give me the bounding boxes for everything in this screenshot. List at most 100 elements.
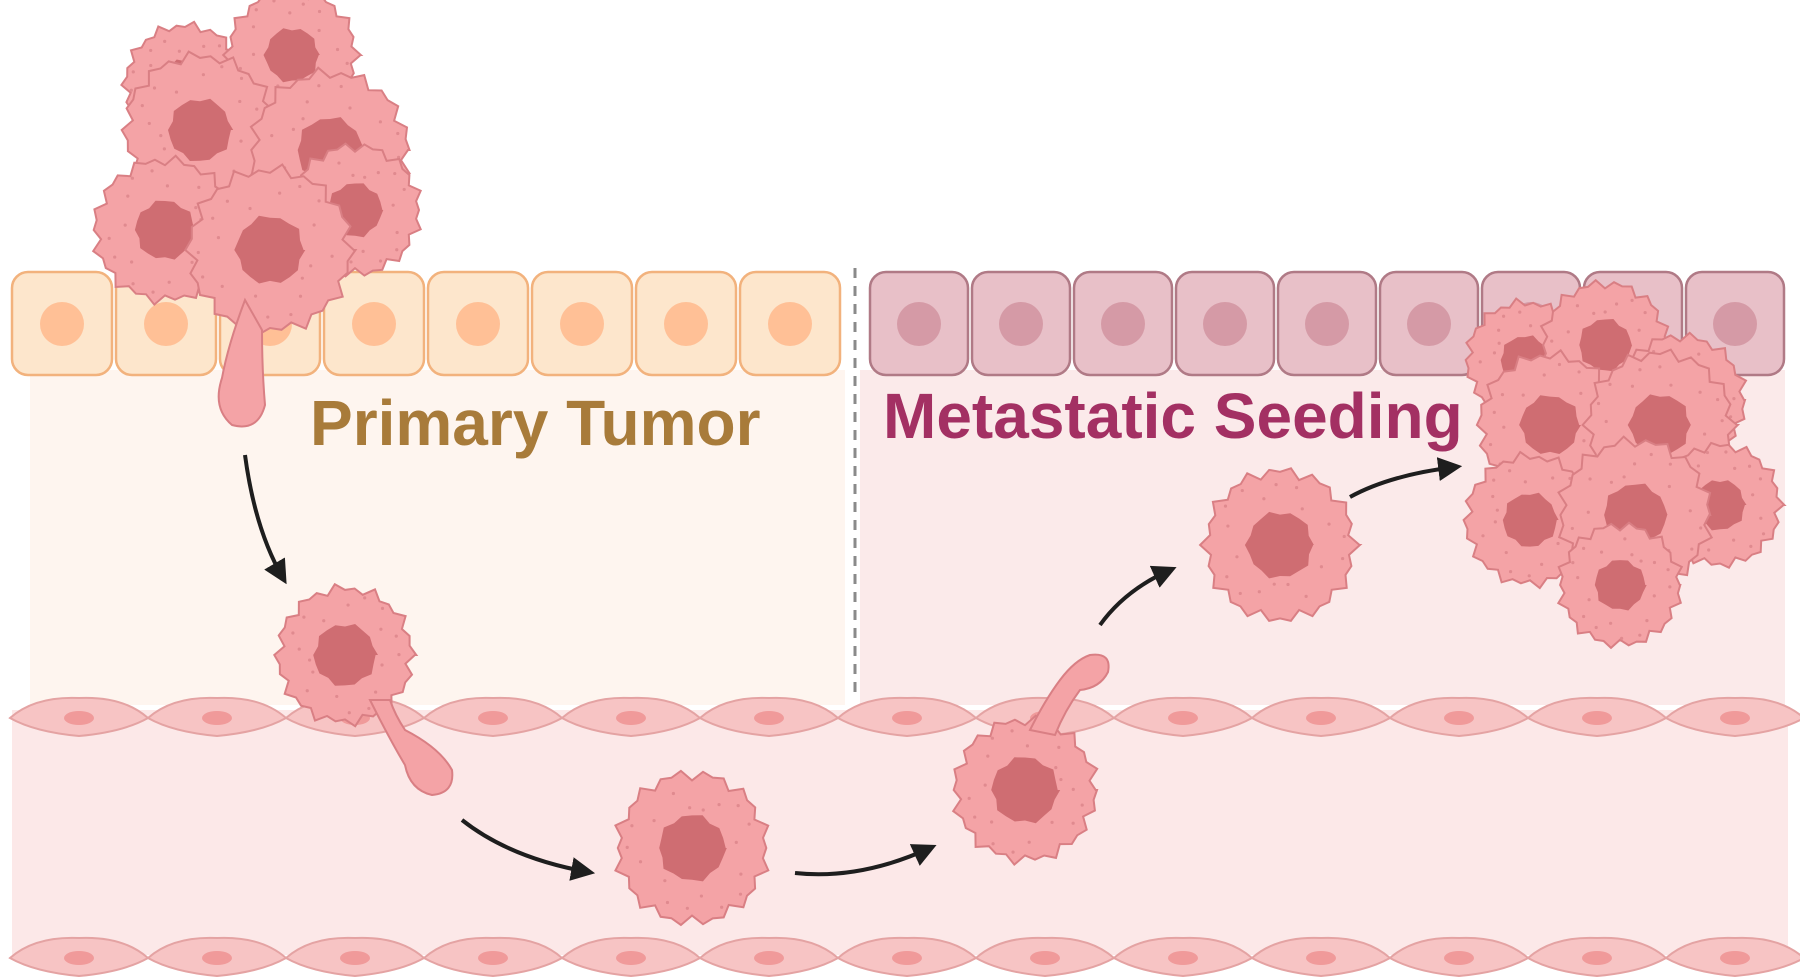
tumor-cell-granule xyxy=(1652,594,1656,598)
tumor-cell-granule xyxy=(1749,544,1753,548)
tumor-cell-granule xyxy=(363,596,367,600)
tumor-cell-granule xyxy=(238,99,242,104)
tumor-cell-granule xyxy=(1596,401,1601,406)
tumor-cell-granule xyxy=(159,133,163,138)
tumor-cell-granule xyxy=(739,872,743,876)
tumor-cell-granule xyxy=(1342,534,1346,539)
tumor-cell-granule xyxy=(349,260,353,264)
tumor-cell-granule xyxy=(393,171,397,176)
tumor-cell-granule xyxy=(1550,339,1554,343)
primary-epithelial-nucleus xyxy=(456,302,500,346)
tumor-cell-granule xyxy=(1658,365,1662,369)
tumor-cell-granule xyxy=(1623,537,1627,541)
tumor-cell-granule xyxy=(1025,744,1030,748)
tumor-cell-granule xyxy=(1240,488,1244,493)
tumor-cell-granule xyxy=(1638,633,1642,637)
tumor-cell-granule xyxy=(1057,745,1061,750)
tumor-cell-nucleus xyxy=(1594,560,1647,611)
endothelial-nucleus xyxy=(1168,951,1198,965)
tumor-cell-granule xyxy=(1478,360,1482,364)
tumor-cell-granule xyxy=(402,187,406,192)
tumor-cell-granule xyxy=(1667,484,1671,489)
tumor-cell-granule xyxy=(317,9,322,14)
tumor-cell-granule xyxy=(196,250,200,255)
tumor-cell-granule xyxy=(363,175,367,179)
tumor-cell-granule xyxy=(162,147,166,151)
secondary-epithelial-nucleus xyxy=(1305,302,1349,346)
tumor-cell-granule xyxy=(149,48,153,53)
tumor-cell-granule xyxy=(671,791,676,796)
tumor-cell-granule xyxy=(1643,310,1647,315)
tumor-cell-granule xyxy=(1732,538,1736,542)
tumor-cell-granule xyxy=(738,892,743,896)
tumor-cell-granule xyxy=(1497,328,1501,332)
primary-epithelial-nucleus xyxy=(144,302,188,346)
tumor-cell-granule xyxy=(1649,452,1653,457)
tumor-cell-granule xyxy=(129,88,133,92)
tumor-cell-granule xyxy=(1497,341,1501,345)
migration-arrows xyxy=(243,454,1463,881)
tumor-cell-granule xyxy=(1294,485,1299,490)
tumor-cell-granule xyxy=(302,615,306,619)
migration-arrow xyxy=(794,844,937,877)
tumor-cell-granule xyxy=(330,254,334,258)
tumor-cell-granule xyxy=(1059,777,1063,782)
tumor-cell-granule xyxy=(1225,575,1229,579)
tumor-cell-granule xyxy=(1540,562,1544,566)
invading-protrusion xyxy=(217,297,267,428)
metastatic-seeding-label: Metastatic Seeding xyxy=(883,380,1463,452)
tumor-cell-granule xyxy=(272,0,276,3)
tumor-cell-granule xyxy=(665,900,670,905)
tumor-cell-granule xyxy=(1690,547,1694,551)
tumor-cell-granule xyxy=(1592,311,1596,315)
tumor-cell-granule xyxy=(1603,310,1607,314)
intravasating-tail xyxy=(368,699,454,797)
primary-epithelial-nucleus xyxy=(560,302,604,346)
tumor-cell-granule xyxy=(305,689,309,693)
tumor-cell-granule xyxy=(1235,555,1239,559)
tumor-cell-granule xyxy=(337,161,341,165)
tumor-cell-granule xyxy=(1599,550,1604,554)
tumor-cell-granule xyxy=(396,131,400,136)
tumor-cell-granule xyxy=(130,176,135,180)
endothelial-nucleus xyxy=(1720,951,1750,965)
primary-epithelial-nucleus xyxy=(664,302,708,346)
tumor-cell-granule xyxy=(1724,450,1728,454)
tumor-cell-granule xyxy=(1304,594,1308,598)
tumor-cell-granule xyxy=(1645,619,1649,623)
endothelial-nucleus xyxy=(616,711,646,725)
tumor-cell-granule xyxy=(317,28,321,33)
tumor-cell-granule xyxy=(1699,526,1703,530)
tumor-cell-granule xyxy=(990,736,995,740)
tumor-cell-granule xyxy=(374,690,378,694)
tumor-cell-granule xyxy=(734,840,738,844)
tumor-cell-granule xyxy=(391,203,395,207)
tumor-cell-granule xyxy=(149,63,153,68)
tumor-cell-granule xyxy=(1551,476,1555,480)
tumor-cell-granule xyxy=(298,294,303,298)
tumor-cell-granule xyxy=(1575,304,1580,308)
tumor-cell-granule xyxy=(1733,466,1737,470)
tumor-cell-granule xyxy=(394,634,398,638)
tumor-cell-granule xyxy=(270,134,274,138)
tumor-cell-granule xyxy=(1071,821,1075,825)
migration-arrow xyxy=(460,818,596,881)
endothelial-nucleus xyxy=(340,951,370,965)
tumor-cell-granule xyxy=(630,824,634,828)
primary-epithelial-nucleus xyxy=(40,302,84,346)
tumor-cell-granule xyxy=(1518,310,1522,314)
tumor-cell-granule xyxy=(1493,520,1497,524)
primary-epithelial-nucleus xyxy=(352,302,396,346)
tumor-cell-granule xyxy=(346,603,350,607)
migration-arrow xyxy=(1098,565,1177,627)
tumor-cell-granule xyxy=(1705,450,1710,455)
tumor-cell-granule xyxy=(123,223,127,227)
tumor-cell-nucleus xyxy=(234,215,306,284)
tumor-cell-granule xyxy=(1010,729,1014,733)
tumor-cell-granule xyxy=(1223,504,1228,508)
tumor-cell-nucleus xyxy=(1244,511,1314,579)
tumor-cell-granule xyxy=(699,894,704,898)
tumor-cell-nucleus xyxy=(1502,492,1559,547)
tumor-cell-granule xyxy=(1609,621,1613,625)
tumor-cell-granule xyxy=(201,73,205,77)
